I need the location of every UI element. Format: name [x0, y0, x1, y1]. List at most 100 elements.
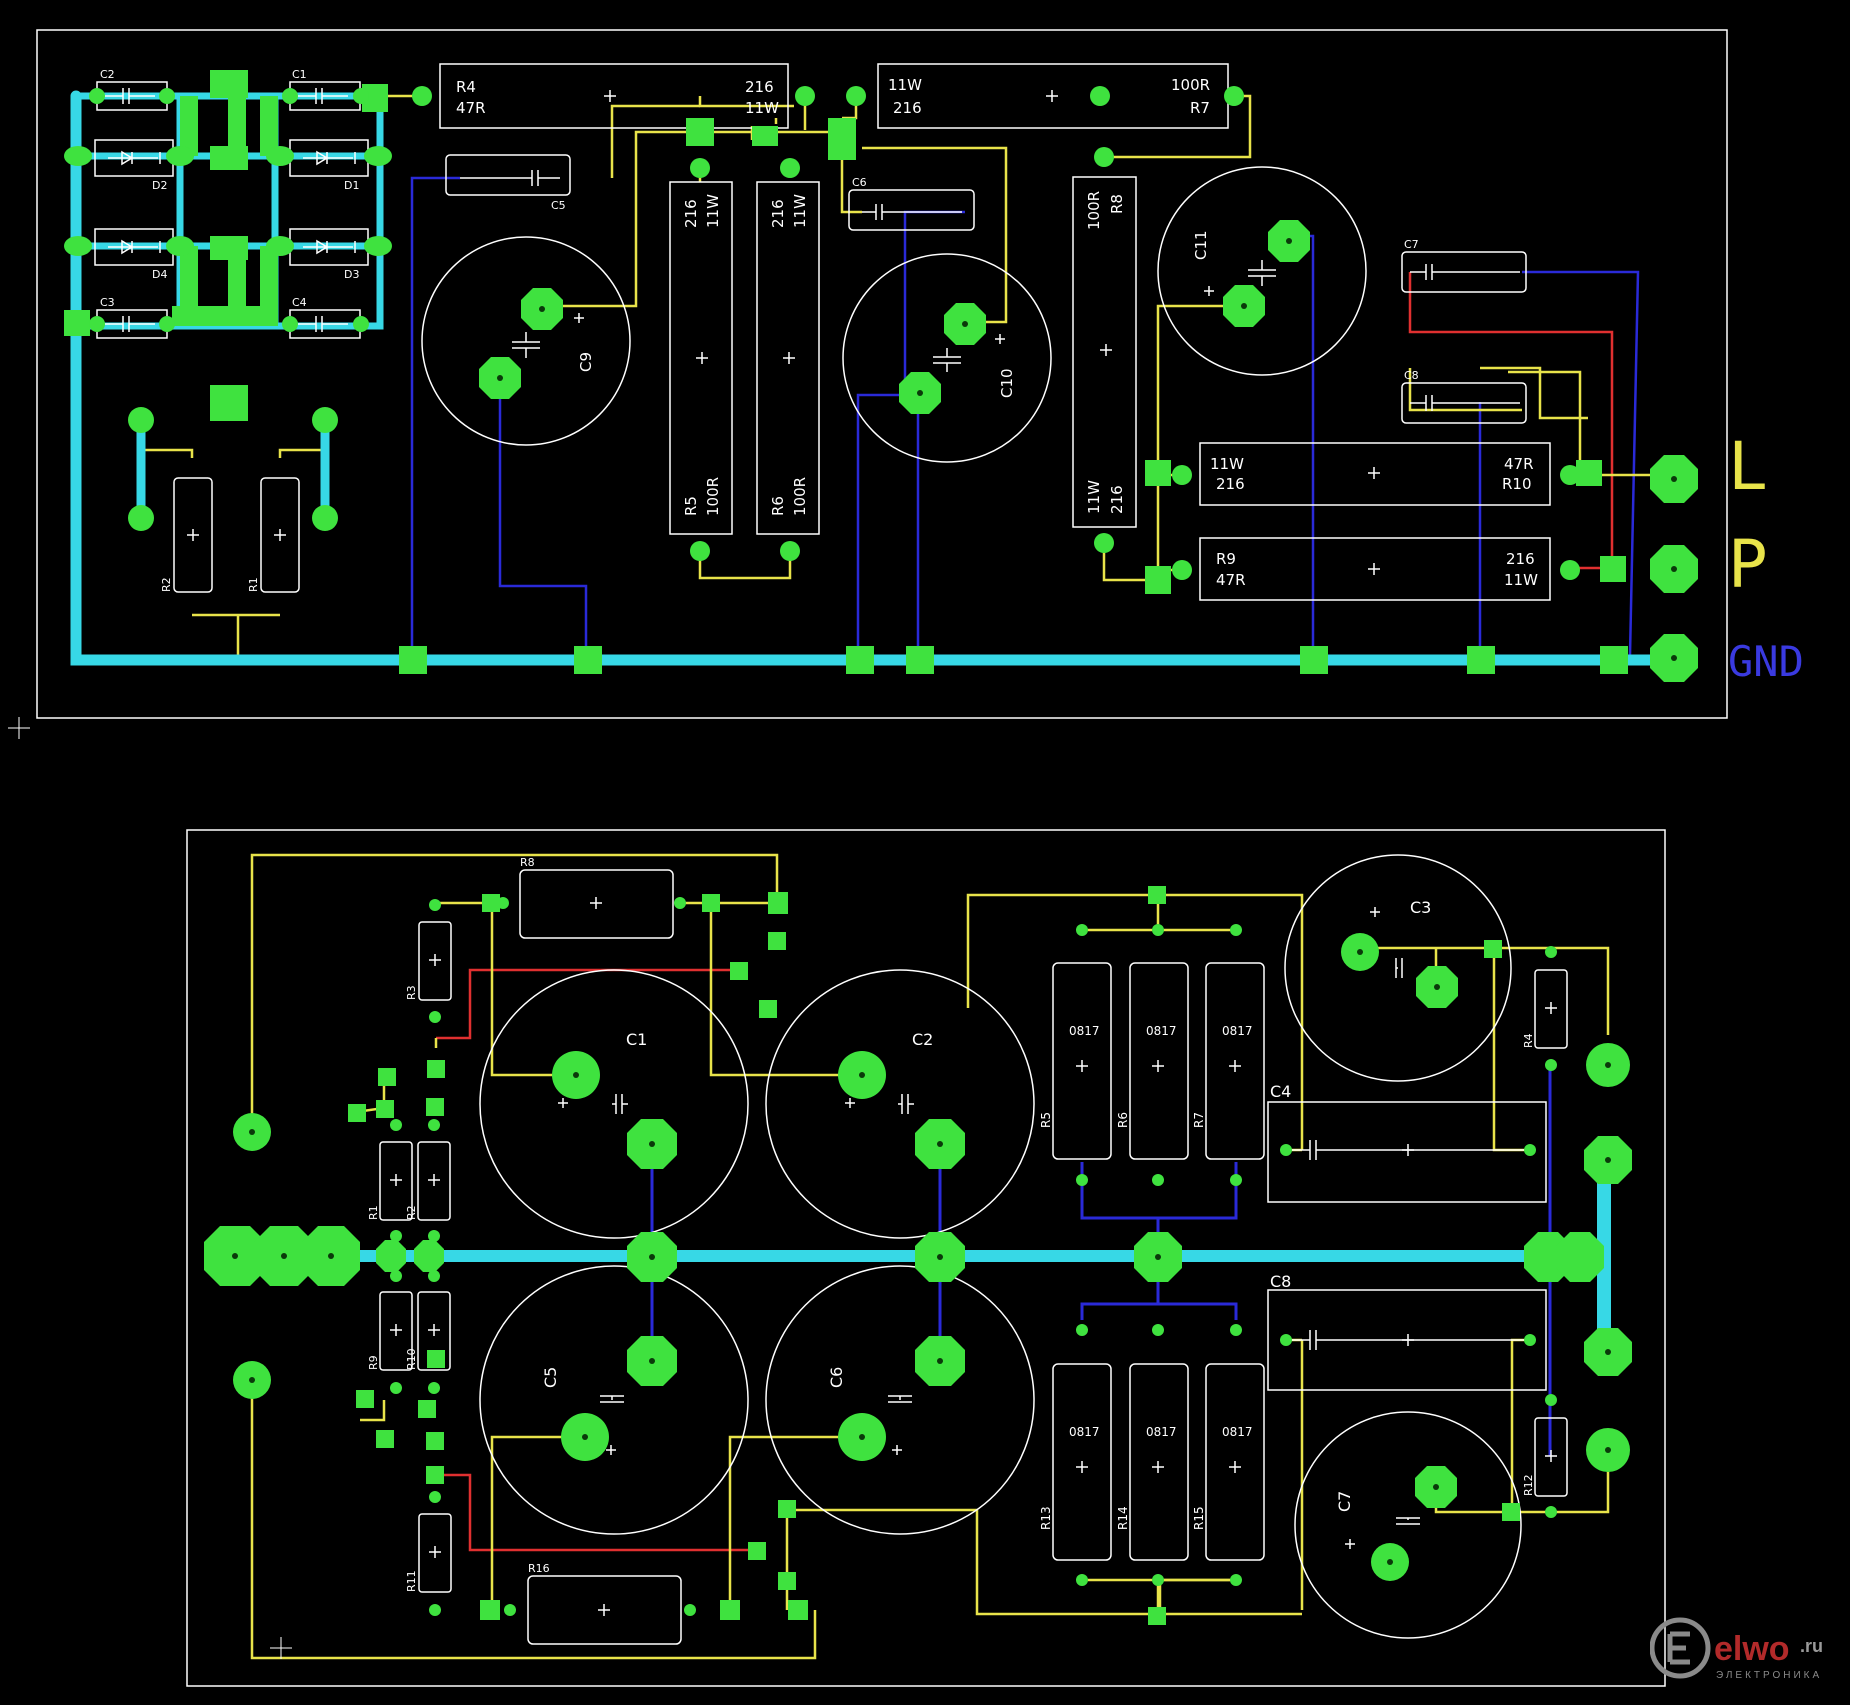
board-1-outline — [36, 29, 1728, 719]
label-b1-c5: C5 — [551, 199, 566, 212]
label-b1-r9-val: 47R — [1216, 571, 1246, 589]
label-b1-d2: D2 — [152, 179, 167, 192]
label-b1-d4: D4 — [152, 268, 167, 281]
label-b2-r3: R3 — [405, 985, 418, 1000]
label-b1-r6-name: R6 — [769, 496, 787, 516]
board-1-pad-holes — [497, 238, 1677, 661]
label-b1-r6-val: 100R — [791, 477, 809, 516]
label-b1-r10-name: R10 — [1502, 475, 1532, 493]
label-b1-r5-val: 100R — [704, 477, 722, 516]
terminal-label-gnd: GND — [1728, 637, 1804, 686]
label-b2-r9: R9 — [367, 1355, 380, 1370]
label-b2-r13-code: 0817 — [1069, 1425, 1100, 1439]
board-1-square-pads — [399, 118, 1628, 674]
board-1-small-pads — [64, 86, 1580, 580]
board-2-small-pads — [390, 897, 1557, 1616]
label-b1-r6-code: 216 — [769, 199, 787, 228]
label-b2-r1: R1 — [367, 1205, 380, 1220]
label-b1-r8-code: 216 — [1108, 485, 1126, 514]
label-b2-r4: R4 — [1522, 1033, 1535, 1048]
watermark-brand: elwo — [1714, 1630, 1790, 1668]
label-b1-c11: C11 — [1192, 230, 1210, 260]
watermark-tld: .ru — [1800, 1636, 1823, 1656]
label-b1-r9-code: 216 — [1506, 550, 1535, 568]
label-b1-c1: C1 — [292, 68, 307, 81]
board-1-red-traces — [1408, 272, 1614, 570]
board-1-symbols — [105, 88, 1520, 575]
label-b1-r8-pow: 11W — [1085, 480, 1103, 514]
label-b1-r4-pow: 11W — [745, 99, 779, 117]
label-b1-r4-name: R4 — [456, 78, 476, 96]
label-b1-r7-pow: 11W — [888, 76, 922, 94]
label-b1-r4-code: 216 — [745, 78, 774, 96]
origin-cross-icon — [8, 717, 30, 739]
label-b2-c7: C7 — [1335, 1491, 1354, 1512]
board-2-symbols — [390, 897, 1557, 1616]
watermark-subtitle: ЭЛЕКТРОНИКА — [1716, 1670, 1822, 1681]
label-b1-d1: D1 — [344, 179, 359, 192]
terminal-label-p: P — [1728, 526, 1768, 603]
label-b1-r6-pow: 11W — [791, 194, 809, 228]
board-1-bridge-pads — [64, 70, 388, 421]
label-b2-r5-code: 0817 — [1069, 1024, 1100, 1038]
label-b2-r14: R14 — [1116, 1506, 1130, 1530]
label-b1-r4-val: 47R — [456, 99, 486, 117]
label-b2-r13: R13 — [1039, 1506, 1053, 1530]
label-b1-r10-val: 47R — [1504, 455, 1534, 473]
board-2-outline — [186, 829, 1666, 1687]
label-b1-r5-pow: 11W — [704, 194, 722, 228]
label-b2-c6: C6 — [827, 1367, 846, 1388]
label-b2-r7: R7 — [1192, 1112, 1206, 1128]
label-b1-r8-name: R8 — [1108, 194, 1126, 214]
label-b2-r12: R12 — [1522, 1474, 1535, 1496]
label-b1-r5-name: R5 — [682, 496, 700, 516]
label-b1-r2: R2 — [160, 577, 173, 592]
label-b2-r16: R16 — [528, 1562, 550, 1575]
label-b2-r7-code: 0817 — [1222, 1024, 1253, 1038]
label-b1-r9-name: R9 — [1216, 550, 1236, 568]
label-b2-r2: R2 — [405, 1205, 418, 1220]
board-1-labels: C2 C1 C3 C4 D2 D1 D4 D3 R2 R1 R4 47R 216… — [100, 68, 1538, 592]
label-b1-c10: C10 — [998, 368, 1016, 398]
label-b2-r6-code: 0817 — [1146, 1024, 1177, 1038]
watermark: elwo .ru ЭЛЕКТРОНИКА — [1649, 1610, 1850, 1701]
elwo-logo-icon — [1649, 1617, 1711, 1679]
label-b1-c6: C6 — [852, 176, 867, 189]
label-b2-r5: R5 — [1039, 1112, 1053, 1128]
board-2: C1 C2 C3 C4 C8 C5 C6 C7 R8 R16 R3 R1 R2 … — [186, 829, 1666, 1687]
origin-cross-icon — [270, 1637, 292, 1659]
board-2-outlines — [379, 854, 1568, 1645]
label-b1-r7-code: 216 — [893, 99, 922, 117]
label-b1-r7-val: 100R — [1171, 76, 1210, 94]
label-b2-r11: R11 — [405, 1570, 418, 1592]
board-2-pad-holes — [232, 949, 1611, 1565]
board-1: C2 C1 C3 C4 D2 D1 D4 D3 R2 R1 R4 47R 216… — [8, 29, 1804, 739]
label-b1-r9-pow: 11W — [1504, 571, 1538, 589]
label-b1-r1: R1 — [247, 577, 260, 592]
label-b1-c9: C9 — [577, 352, 595, 372]
label-b1-r7-name: R7 — [1190, 99, 1210, 117]
label-b1-d3: D3 — [344, 268, 359, 281]
label-b2-r15: R15 — [1192, 1506, 1206, 1530]
label-b2-c1: C1 — [626, 1030, 647, 1049]
label-b1-c4: C4 — [292, 296, 307, 309]
label-b1-c8: C8 — [1404, 369, 1419, 382]
label-b1-c3: C3 — [100, 296, 115, 309]
label-b2-r10: R10 — [405, 1348, 418, 1370]
label-b2-r8: R8 — [520, 856, 535, 869]
label-b2-r15-code: 0817 — [1222, 1425, 1253, 1439]
label-b1-r10-code: 216 — [1216, 475, 1245, 493]
label-b2-c5: C5 — [541, 1367, 560, 1388]
label-b2-r14-code: 0817 — [1146, 1425, 1177, 1439]
label-b2-c8: C8 — [1270, 1272, 1291, 1291]
terminal-label-l: L — [1728, 428, 1768, 505]
label-b2-c2: C2 — [912, 1030, 933, 1049]
board-2-square-pads — [348, 886, 1520, 1625]
label-b2-c3: C3 — [1410, 898, 1431, 917]
label-b1-r8-val: 100R — [1085, 191, 1103, 230]
board-2-labels: C1 C2 C3 C4 C8 C5 C6 C7 R8 R16 R3 R1 R2 … — [367, 856, 1535, 1592]
label-b1-c2: C2 — [100, 68, 115, 81]
label-b1-r10-pow: 11W — [1210, 455, 1244, 473]
label-b1-r5-code: 216 — [682, 199, 700, 228]
